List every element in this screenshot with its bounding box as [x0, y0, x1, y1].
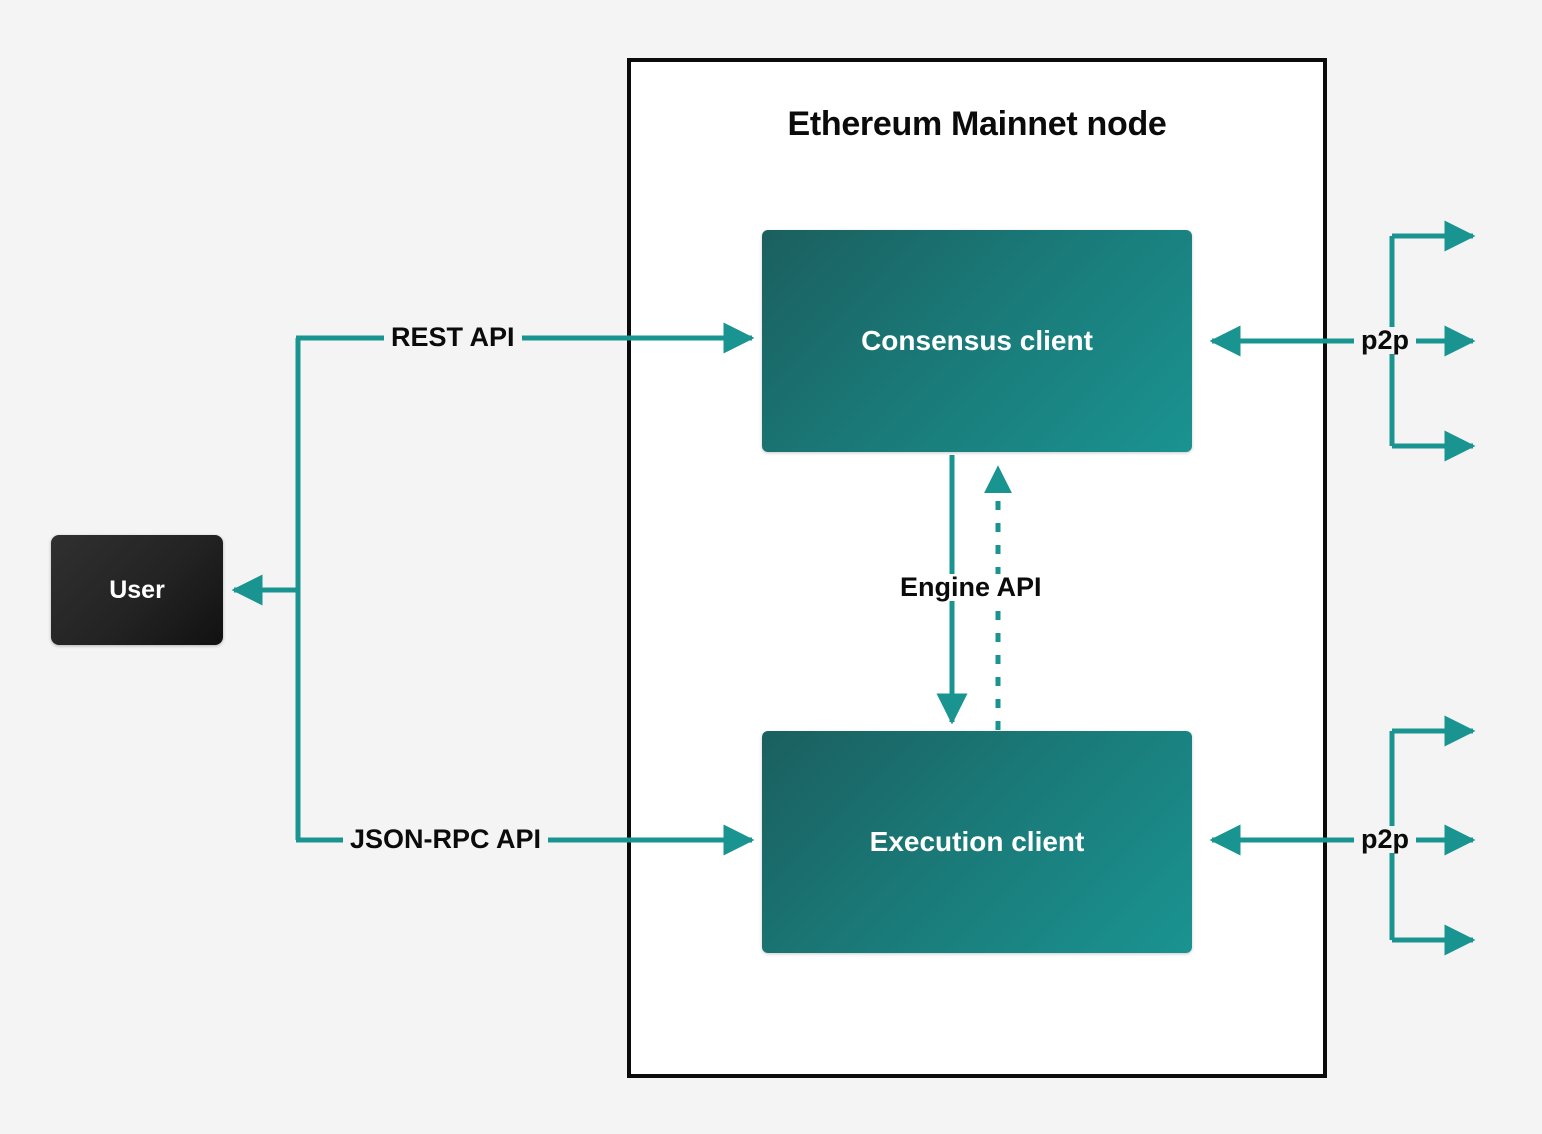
page-title: Ethereum Mainnet node	[787, 105, 1167, 143]
execution-client-label: Execution client	[869, 826, 1085, 857]
edge-label-rest-api: REST API	[384, 324, 522, 351]
edge-label-p2p-top: p2p	[1354, 327, 1417, 354]
execution-client-node[interactable]: Execution client	[762, 731, 1192, 953]
user-node[interactable]: User	[51, 535, 223, 645]
consensus-client-label: Consensus client	[861, 325, 1093, 356]
edge-label-engine-api: Engine API	[893, 574, 1049, 601]
consensus-client-node[interactable]: Consensus client	[762, 230, 1192, 452]
edge-label-p2p-bottom: p2p	[1354, 826, 1417, 853]
user-label: User	[109, 575, 165, 604]
edge-label-json-rpc-api: JSON-RPC API	[343, 826, 549, 853]
